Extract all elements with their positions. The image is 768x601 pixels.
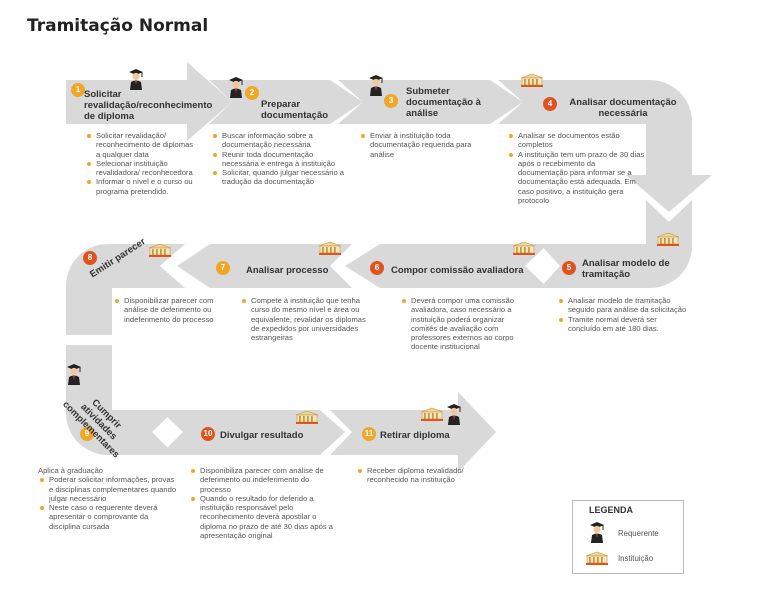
step-4-badge: 4 xyxy=(543,97,557,111)
step-6-description: Deverá compor uma comissão avaliadora, c… xyxy=(400,296,532,352)
instituicao-icon xyxy=(420,407,444,421)
legend-title: LEGENDA xyxy=(589,505,634,515)
instituicao-icon xyxy=(148,243,172,257)
step-1-title: Solicitar revalidação/reconhecimento de … xyxy=(84,89,213,122)
page-title: Tramitação Normal xyxy=(27,16,209,36)
step-3-badge: 3 xyxy=(384,94,398,108)
instituicao-icon xyxy=(656,232,680,246)
arrow-step-7 xyxy=(177,244,352,288)
step-8-badge: 8 xyxy=(83,251,97,265)
instituicao-icon xyxy=(295,410,319,424)
requerente-icon xyxy=(369,75,383,96)
step-8-description: Disponibilizar parecer com análise de de… xyxy=(113,296,223,324)
step-3-title: Submeter documentação à análise xyxy=(406,86,481,119)
arrow-step-8 xyxy=(66,244,185,335)
step-7-badge: 7 xyxy=(216,261,230,275)
requerente-icon xyxy=(67,364,81,385)
step-11-description: Receber diploma revalidado/ reconhecido … xyxy=(356,466,486,485)
step-5-description: Analisar modelo de tramitação seguido pa… xyxy=(557,296,687,333)
step-2-title: Preparar documentação xyxy=(261,99,329,121)
step-10-badge: 10 xyxy=(201,427,215,441)
step-1-badge: 1 xyxy=(71,83,85,97)
legend: LEGENDA Requerente Instituição xyxy=(572,500,684,574)
arrow-step-5 xyxy=(540,200,692,288)
step-6-badge: 6 xyxy=(370,261,384,275)
step-9-badge: 9 xyxy=(80,427,94,441)
instituicao-icon xyxy=(585,551,609,565)
instituicao-icon xyxy=(512,241,536,255)
step-5-badge: 5 xyxy=(562,261,576,275)
requerente-icon xyxy=(590,522,604,543)
arrow-step-9 xyxy=(66,345,175,455)
step-7-title: Analisar processo xyxy=(246,265,329,276)
requerente-icon xyxy=(129,69,143,90)
legend-instituicao-label: Instituição xyxy=(618,554,654,563)
step-10-description: Disponibiliza parecer com análise de def… xyxy=(189,466,339,540)
step-11-badge: 11 xyxy=(362,427,376,441)
step-1-description: Solicitar revalidação/ reconhecimento de… xyxy=(85,131,195,196)
step-10-title: Divulgar resultado xyxy=(220,430,304,441)
arrow-step-4 xyxy=(498,80,712,212)
step-6-title: Compor comissão avaliadora xyxy=(391,265,524,276)
requerente-icon xyxy=(229,77,243,98)
legend-requerente-label: Requerente xyxy=(618,529,659,538)
instituicao-icon xyxy=(318,241,342,255)
step-4-title: Analisar documentação necessária xyxy=(569,97,677,119)
arrow-step-1 xyxy=(66,62,232,141)
step-7-description: Compete à instituição que tenha curso do… xyxy=(240,296,375,342)
step-2-description: Buscar informação sobre a documentação n… xyxy=(211,131,351,187)
step-2-badge: 2 xyxy=(245,86,259,100)
step-3-description: Enviar à instituição toda documentação r… xyxy=(359,131,489,159)
step-11-title: Retirar diploma xyxy=(380,430,450,441)
arrow-step-3 xyxy=(338,80,523,124)
requerente-icon xyxy=(447,404,461,425)
arrow-step-6 xyxy=(345,244,548,288)
step-9-description: Aplica à graduação Poderar solicitar inf… xyxy=(38,466,177,531)
step-5-title: Analisar modelo de tramitação xyxy=(582,258,670,280)
instituicao-icon xyxy=(520,73,544,87)
